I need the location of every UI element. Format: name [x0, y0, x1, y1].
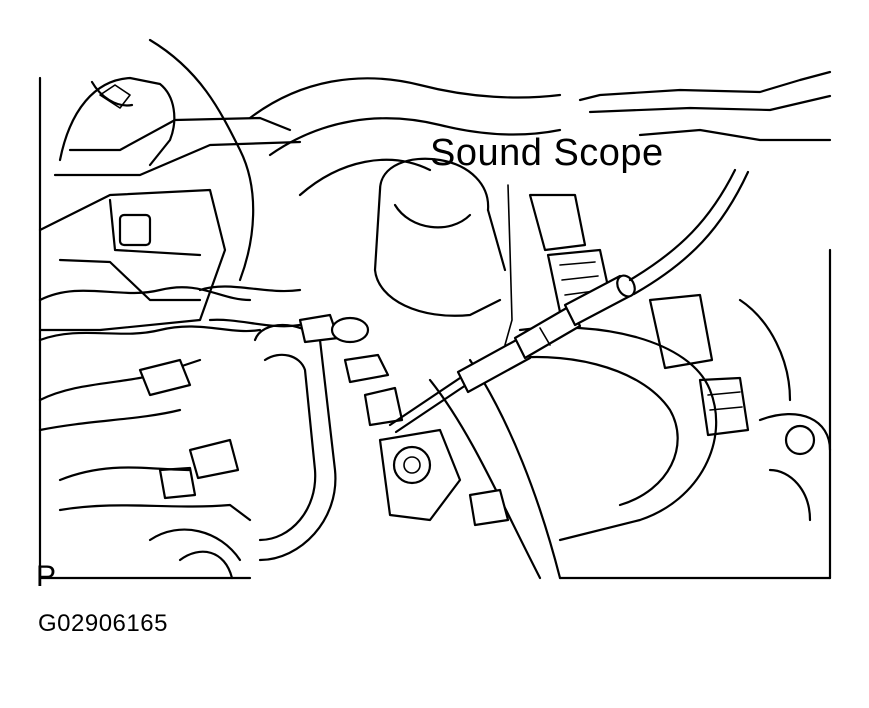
callout-label-sound-scope: Sound Scope — [430, 132, 664, 174]
corner-mark: P — [36, 560, 57, 593]
illustration-border — [38, 76, 832, 580]
sound-scope-tool — [388, 168, 750, 434]
callout-leader — [504, 184, 513, 346]
figure-id: G02906165 — [38, 610, 168, 637]
engine-components — [38, 38, 832, 580]
